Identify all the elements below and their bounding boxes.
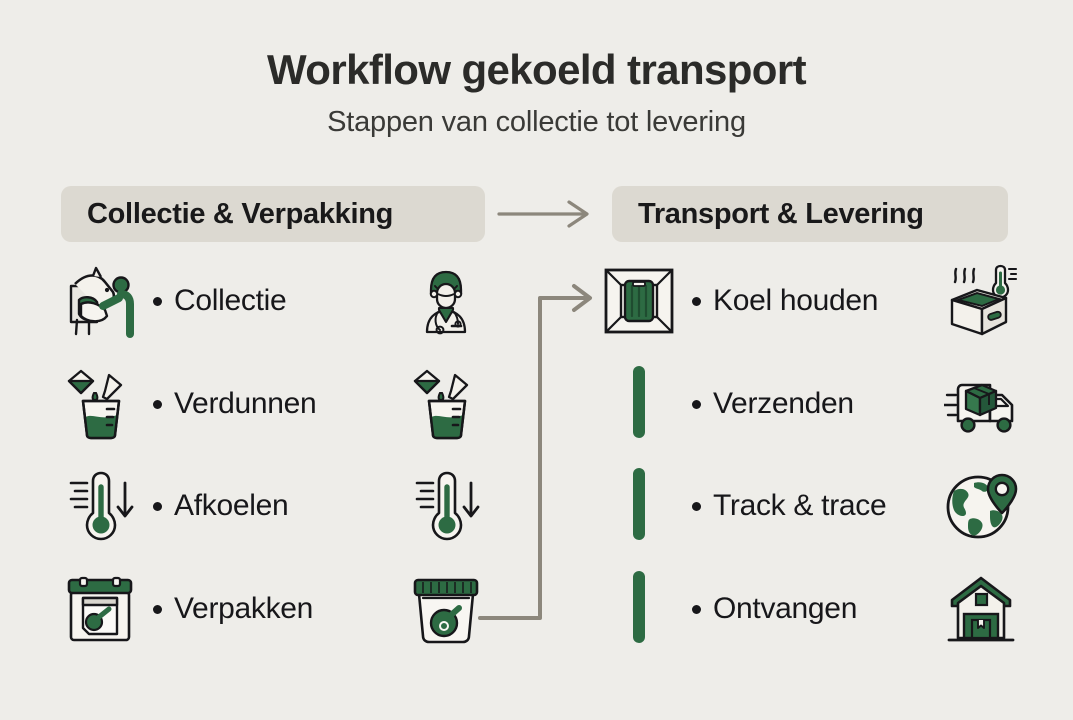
- beaker-pipette-icon: [61, 365, 139, 443]
- step-label: Verpakken: [139, 592, 407, 626]
- delivery-truck-icon: [942, 365, 1020, 443]
- step-label: Ontvangen: [678, 592, 942, 626]
- horse-blood-collection-icon: [61, 262, 139, 340]
- green-bar-connector: [600, 365, 678, 443]
- cooled-crate-icon: [600, 262, 678, 340]
- step-label: Koel houden: [678, 284, 942, 318]
- sealed-jar-icon: [407, 570, 485, 648]
- list-item: Afkoelen: [61, 460, 485, 552]
- bullet-icon: [153, 501, 162, 511]
- green-bar-connector: [600, 467, 678, 545]
- column-header-collection-label: Collectie & Verpakking: [87, 197, 394, 230]
- column-header-collection: Collectie & Verpakking: [61, 186, 485, 242]
- globe-location-pin-icon: [942, 467, 1020, 545]
- list-item: Verzenden: [600, 358, 1020, 450]
- flow-connector-arrow-icon: [462, 278, 622, 628]
- packaging-container-icon: [61, 570, 139, 648]
- thermometer-down-icon: [407, 467, 485, 545]
- bullet-icon: [692, 501, 701, 511]
- list-item: Track & trace: [600, 460, 1020, 552]
- bullet-icon: [692, 399, 701, 409]
- veterinarian-icon: [407, 262, 485, 340]
- page-title: Workflow gekoeld transport: [266, 46, 807, 93]
- beaker-pipette-icon: [407, 365, 485, 443]
- step-label: Track & trace: [678, 489, 942, 523]
- list-item: Koel houden: [600, 255, 1020, 347]
- step-label: Afkoelen: [139, 489, 407, 523]
- bullet-icon: [153, 604, 162, 614]
- list-item: Verpakken: [61, 563, 485, 655]
- bullet-icon: [692, 296, 701, 306]
- list-item: Ontvangen: [600, 563, 1020, 655]
- bullet-icon: [153, 296, 162, 306]
- cooler-box-thermometer-icon: [942, 262, 1020, 340]
- step-label: Verdunnen: [139, 387, 407, 421]
- bullet-icon: [692, 604, 701, 614]
- green-bar-connector: [600, 570, 678, 648]
- list-item: Verdunnen: [61, 358, 485, 450]
- column-header-transport-label: Transport & Levering: [638, 197, 924, 230]
- list-item: Collectie: [61, 255, 485, 347]
- step-label: Verzenden: [678, 387, 942, 421]
- step-label: Collectie: [139, 284, 407, 318]
- warehouse-icon: [942, 570, 1020, 648]
- page-subtitle: Stappen van collectie tot levering: [327, 106, 746, 138]
- thermometer-down-icon: [61, 467, 139, 545]
- column-header-transport: Transport & Levering: [612, 186, 1008, 242]
- bullet-icon: [153, 399, 162, 409]
- header-arrow-icon: [497, 198, 597, 230]
